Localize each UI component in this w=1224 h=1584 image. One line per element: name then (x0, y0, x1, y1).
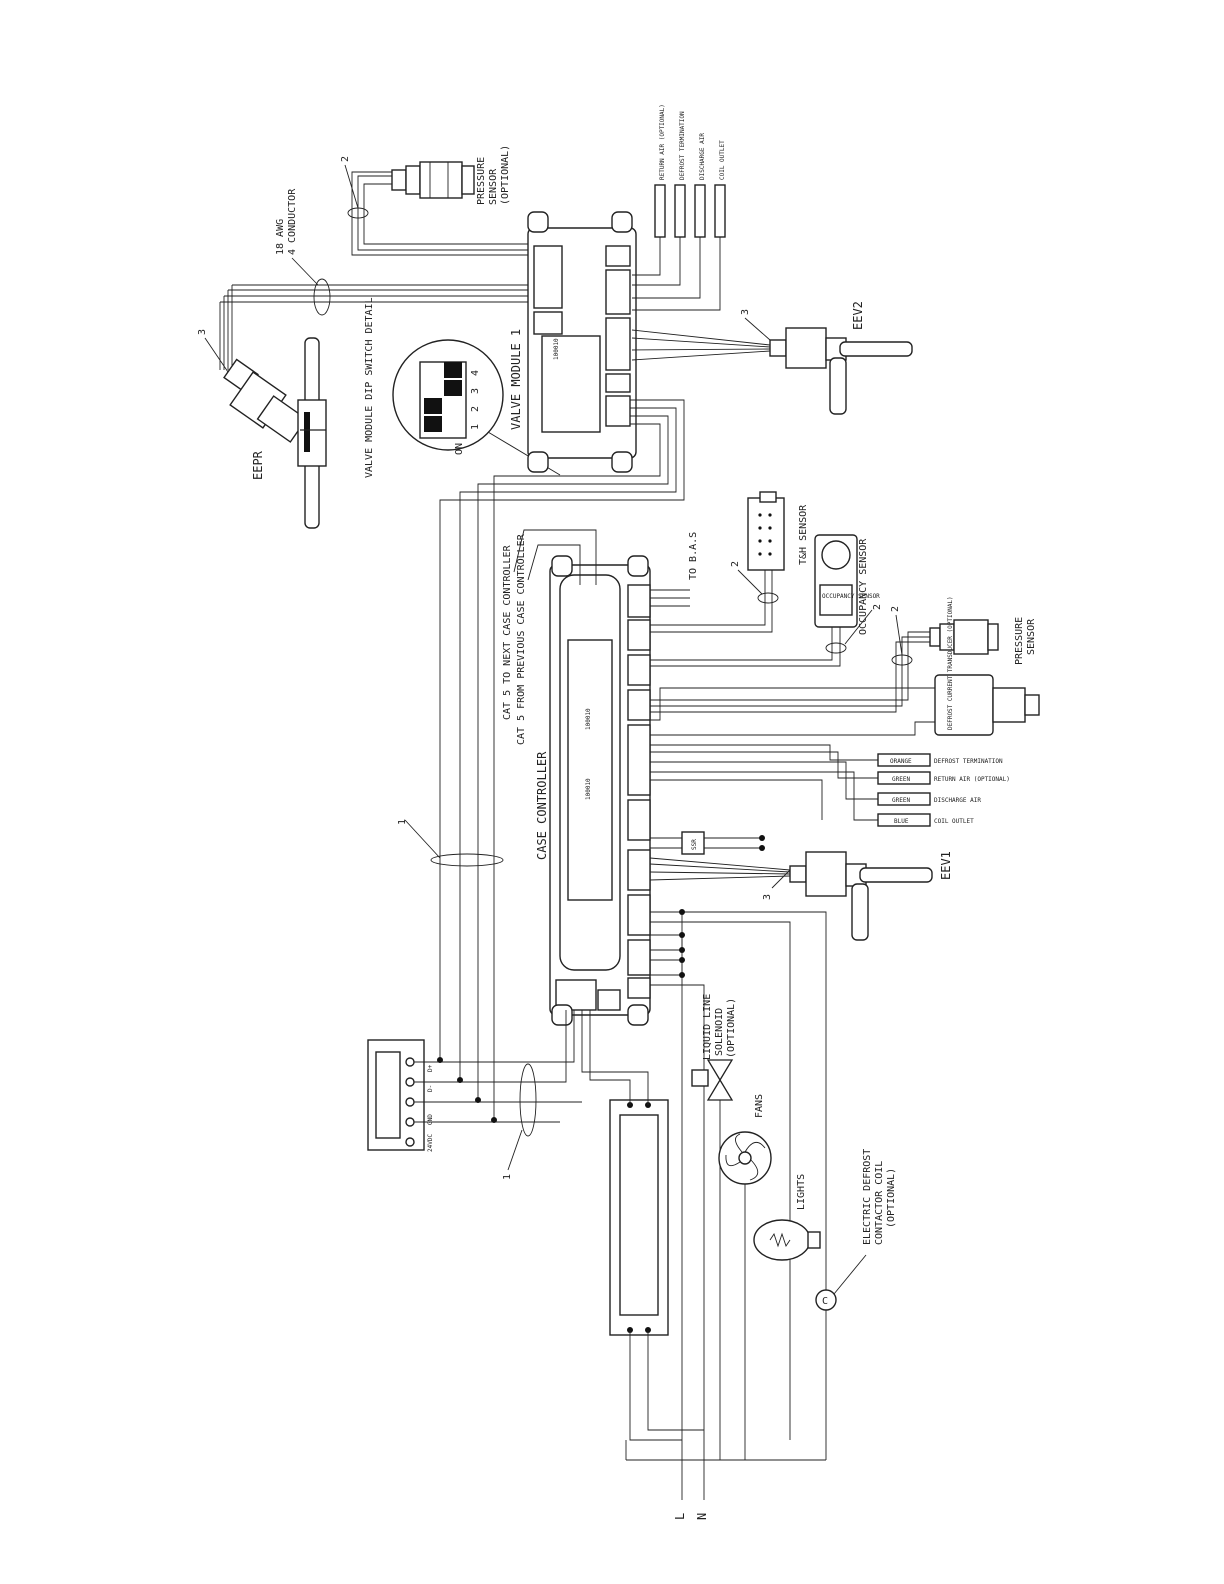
case-controller-port-a: 100010 (585, 708, 592, 730)
pressure-sensor-l2: SENSOR (1026, 618, 1037, 655)
occupancy-sensor-label: OCCUPANCY SENSOR (858, 538, 869, 635)
dip-switch-4 (444, 362, 462, 378)
temp-sensor-1: ORANGE DEFROST TERMINATION (877, 753, 1003, 767)
contactor-coil (815, 1289, 837, 1311)
callout-3a: 3 (197, 329, 208, 335)
dip-switch-2 (424, 398, 442, 414)
defrost-coil-l1: ELECTRIC DEFROST (862, 1149, 873, 1245)
case-controller: 100010 100010 (549, 555, 651, 1026)
pressure-sensor (929, 619, 999, 655)
callout-3c: 3 (762, 894, 773, 900)
valve-module: 100010 (527, 211, 637, 473)
valve-module-label: VALVE MODULE 1 (509, 329, 523, 430)
pressure-sensor-optional (391, 161, 475, 199)
liquid-line-l1: LIQUID LINE (702, 994, 713, 1060)
valve-sensor-probe-4 (714, 184, 726, 238)
th-sensor-label: T&H SENSOR (798, 504, 809, 565)
liquid-line-l2: SOLENOID (714, 1008, 725, 1056)
fans-label: FANS (754, 1094, 765, 1118)
callout-2c: 2 (872, 604, 883, 610)
case-controller-port-b: 100010 (585, 778, 592, 800)
cat5-prev-label: CAT 5 FROM PREVIOUS CASE CONTROLLER (516, 533, 527, 745)
valve-sensor-probe-3 (694, 184, 706, 238)
temp-sensor-2: GREEN RETURN AIR (OPTIONAL) (877, 771, 1010, 785)
terminal-gnd: GND (427, 1114, 434, 1125)
pressure-sensor-optional-l2: SENSOR (488, 168, 499, 205)
eev1-label: EEV1 (939, 851, 953, 880)
conductor-label: 4 CONDUCTOR (287, 188, 298, 255)
current-transducer (934, 674, 1040, 736)
terminal-dminus: D- (427, 1085, 434, 1092)
valve-sensor-label-3: DISCHARGE AIR (699, 133, 706, 180)
pressure-sensor-l1: PRESSURE (1014, 617, 1025, 665)
neutral-label: N (695, 1513, 709, 1520)
line-label: L (673, 1513, 687, 1520)
power-supply (609, 1099, 669, 1336)
contactor-symbol: C (822, 1296, 828, 1307)
dip-switch-3 (444, 380, 462, 396)
to-bas-label: TO B.A.S (688, 532, 699, 580)
terminal-24vdc: 24VDC (427, 1134, 434, 1152)
terminal-dplus: D+ (427, 1064, 434, 1072)
dip-detail-label: VALVE MODULE DIP SWITCH DETAIL (364, 297, 375, 478)
temp-sensor-3-label: DISCHARGE AIR (934, 797, 981, 804)
valve-sensor-label-1: RETURN AIR (OPTIONAL) (659, 104, 666, 180)
occupancy-sensor: OCCUPANCY SENSOR (814, 534, 880, 628)
defrost-coil-l3: (OPTIONAL) (886, 1168, 897, 1228)
th-sensor (747, 491, 785, 571)
valve-sensor-label-2: DEFROST TERMINATION (679, 111, 686, 180)
valve-sensor-probe-1 (654, 184, 666, 238)
dip-number-4: 4 (470, 370, 481, 376)
dip-on-label: ON (454, 443, 465, 455)
valve-sensor-label-4: COIL OUTLET (719, 140, 726, 180)
temp-sensor-4-color: BLUE (894, 818, 909, 825)
callout-3b: 3 (740, 309, 751, 315)
eepr-label: EEPR (251, 450, 265, 480)
temp-sensor-4: BLUE COIL OUTLET (877, 813, 974, 827)
dip-switch-detail: ON 1 2 3 4 (392, 339, 561, 476)
lights-label: LIGHTS (796, 1174, 807, 1210)
occupancy-inner-label: OCCUPANCY SENSOR (822, 593, 880, 600)
valve-module-port: 100010 (553, 338, 560, 360)
valve-sensor-probe-2 (674, 184, 686, 238)
eev1-valve (789, 851, 933, 941)
eev2-valve (769, 327, 913, 415)
defrost-coil-l2: CONTACTOR COIL (874, 1161, 885, 1245)
temp-sensor-3: GREEN DISCHARGE AIR (877, 792, 981, 806)
callout-1b: 1 (502, 1174, 513, 1180)
dip-switch-1 (424, 416, 442, 432)
pressure-sensor-optional-label: PRESSURE SENSOR (OPTIONAL) (476, 145, 511, 205)
dip-number-2: 2 (470, 406, 481, 412)
ssr (681, 831, 705, 855)
eev2-label: EEV2 (851, 301, 865, 330)
temp-sensor-4-label: COIL OUTLET (934, 818, 974, 825)
fans-motor (718, 1131, 772, 1185)
temp-sensor-3-color: GREEN (892, 797, 910, 804)
cat5-next-label: CAT 5 TO NEXT CASE CONTROLLER (502, 544, 513, 720)
callout-2a: 2 (340, 156, 351, 162)
dip-number-3: 3 (470, 388, 481, 394)
temp-sensor-1-color: ORANGE (890, 758, 912, 765)
current-transducer-label: DEFROST CURRENT TRANSDUCER (OPTIONAL) (947, 596, 954, 730)
wire-gauge-label: 18 AWG (275, 219, 286, 255)
eepr-valve (223, 337, 327, 529)
callout-1a: 1 (397, 819, 408, 825)
lights-bulb (753, 1219, 821, 1261)
case-controller-label: CASE CONTROLLER (535, 751, 549, 860)
pressure-sensor-optional-l1: PRESSURE (476, 157, 487, 205)
temp-sensor-2-color: GREEN (892, 776, 910, 783)
pressure-sensor-optional-l3: (OPTIONAL) (500, 145, 511, 205)
dip-number-1: 1 (470, 424, 481, 430)
ssr-label: SSR (691, 839, 698, 850)
callout-2b: 2 (730, 561, 741, 567)
temp-sensor-1-label: DEFROST TERMINATION (934, 758, 1003, 765)
callout-2d: 2 (890, 606, 901, 612)
liquid-line-l3: (OPTIONAL) (726, 998, 737, 1058)
liquid-line-solenoid (691, 1059, 734, 1101)
terminal-block (367, 1039, 425, 1151)
temp-sensor-2-label: RETURN AIR (OPTIONAL) (934, 776, 1010, 783)
